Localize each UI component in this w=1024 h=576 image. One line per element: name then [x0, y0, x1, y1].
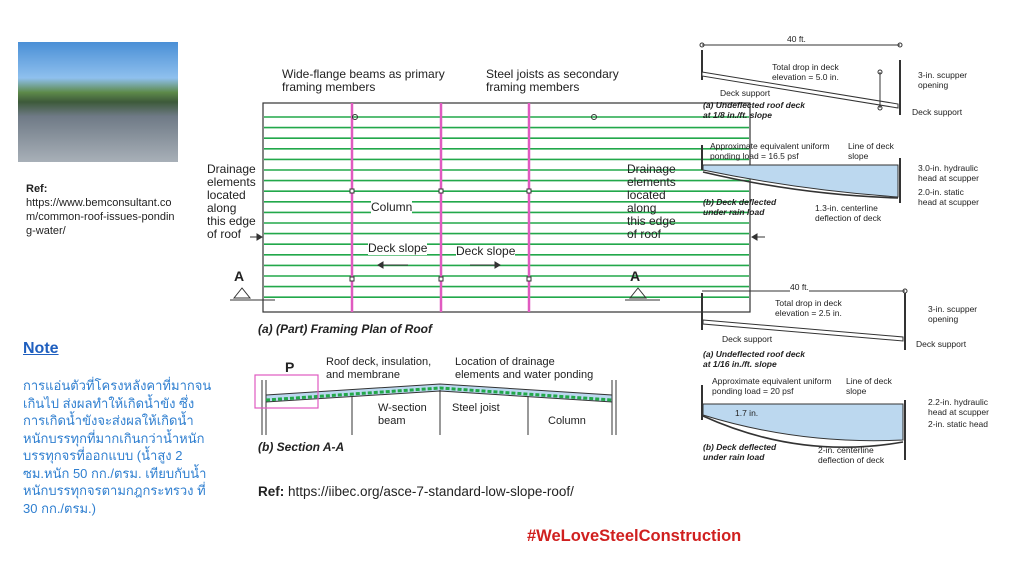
- hydraulic-label: 2.2-in. hydraulic head at scupper: [928, 397, 989, 417]
- ref-label: Ref:: [258, 484, 285, 499]
- scupper-label: 3-in. scupper opening: [928, 304, 978, 324]
- ponding-label: Approximate equivalent uniform ponding l…: [712, 376, 832, 396]
- drainage-location-label: Location of drainage elements and water …: [455, 356, 594, 381]
- support-left-label: Deck support: [720, 88, 771, 98]
- left-reference: Ref: https://www.bemconsultant.com/commo…: [26, 182, 176, 238]
- ref-link[interactable]: https://iibec.org/asce-7-standard-low-sl…: [288, 484, 574, 499]
- section-column-label: Column: [548, 415, 586, 427]
- caption-a: (a) Undeflected roof deck at 1/16 in./ft…: [703, 349, 806, 369]
- scupper-label: 3-in. scupper opening: [918, 70, 968, 90]
- steel-joist-label: Steel joist: [452, 402, 500, 414]
- section-mark-right: A: [630, 268, 641, 284]
- static-label: 2.0-in. static head at scupper: [918, 187, 979, 207]
- deck-diagram-2: [701, 288, 908, 460]
- note-text: การแอ่นตัวที่โครงหลังคาที่มากจนเกินไป ส่…: [23, 378, 212, 516]
- drainage-right-label: Drainage elements located along this edg…: [627, 162, 676, 241]
- deck-slope-right: Deck slope: [456, 244, 516, 258]
- beams-label: Wide-flange beams as primary framing mem…: [282, 67, 445, 94]
- caption-b: (b) Deck deflected under rain load: [703, 442, 777, 462]
- plan-caption: (a) (Part) Framing Plan of Roof: [258, 322, 432, 336]
- section-mark-left: A: [234, 268, 245, 284]
- hydraulic-label: 3.0-in. hydraulic head at scupper: [918, 163, 979, 183]
- deflection-label: 1.3-in. centerline deflection of deck: [815, 203, 882, 223]
- drainage-left-label: Drainage elements located along this edg…: [207, 162, 256, 241]
- deflection-label: 2-in. centerline deflection of deck: [818, 445, 885, 465]
- center-reference: Ref: https://iibec.org/asce-7-standard-l…: [258, 484, 574, 499]
- ponding-label: Approximate equivalent uniform ponding l…: [710, 141, 830, 161]
- deck-slope-left: Deck slope: [368, 241, 428, 255]
- line-slope-label: Line of deck slope: [848, 141, 894, 161]
- support-left-label: Deck support: [722, 334, 773, 344]
- support-right-label: Deck support: [916, 339, 967, 349]
- note-heading: Note: [23, 340, 59, 357]
- static-label: 2-in. static head: [928, 419, 989, 429]
- framing-plan: [230, 102, 765, 313]
- section-caption: (b) Section A-A: [258, 440, 345, 454]
- drop-label: Total drop in deck elevation = 5.0 in.: [772, 62, 839, 82]
- ref-link[interactable]: https://www.bemconsultant.com/common-roo…: [26, 197, 175, 237]
- drop-label: Total drop in deck elevation = 2.5 in.: [775, 298, 842, 318]
- p-label: P: [285, 359, 295, 375]
- roof-deck-label: Roof deck, insulation, and membrane: [326, 356, 432, 381]
- span-label: 40 ft.: [787, 34, 806, 44]
- section-a-a: [254, 374, 617, 435]
- line-slope-label: Line of deck slope: [846, 376, 892, 396]
- w-beam-label: W-section beam: [378, 402, 427, 427]
- support-right-label: Deck support: [912, 107, 963, 117]
- hashtag: #WeLoveSteelConstruction: [527, 527, 742, 545]
- caption-b: (b) Deck deflected under rain load: [703, 197, 777, 217]
- column-label: Column: [371, 200, 413, 214]
- deck-diagram-1: [699, 42, 903, 203]
- span-label: 40 ft.: [790, 282, 809, 292]
- ref-label: Ref:: [26, 183, 48, 195]
- caption-a: (a) Undeflected roof deck at 1/8 in./ft.…: [703, 100, 806, 120]
- joists-label: Steel joists as secondary framing member…: [486, 67, 619, 94]
- ponding-roof-photo: [18, 42, 178, 162]
- edge-depth-label: 1.7 in.: [735, 408, 759, 418]
